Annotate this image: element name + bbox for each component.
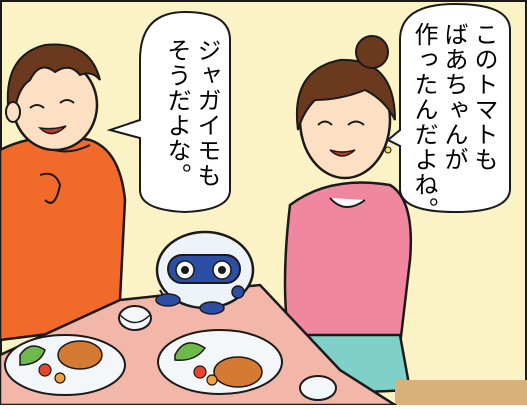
girl-hair-bun [355, 35, 389, 69]
speech-line: ジャガイモも [193, 38, 221, 188]
rice-bowl-right [299, 375, 337, 401]
speech-text-right: このトマトも ばあちゃんが 作ったんだよね。 [409, 22, 499, 222]
speech-line: このトマトも [470, 22, 498, 172]
speech-line: 作ったんだよね。 [410, 22, 438, 222]
speech-bubble-left [106, 10, 231, 214]
robot-character [155, 230, 255, 315]
girl-hair [296, 58, 396, 131]
speech-line: そうだよな。 [163, 38, 191, 188]
boy-character [0, 43, 127, 342]
plate-left [4, 334, 126, 396]
rice-bowl-center [118, 305, 152, 331]
speech-bubble-right [386, 2, 511, 214]
speech-text-left: ジャガイモも そうだよな。 [162, 38, 222, 188]
speech-line: ばあちゃんが [440, 22, 468, 172]
plate-right [157, 329, 283, 395]
boy-hair [6, 43, 101, 112]
